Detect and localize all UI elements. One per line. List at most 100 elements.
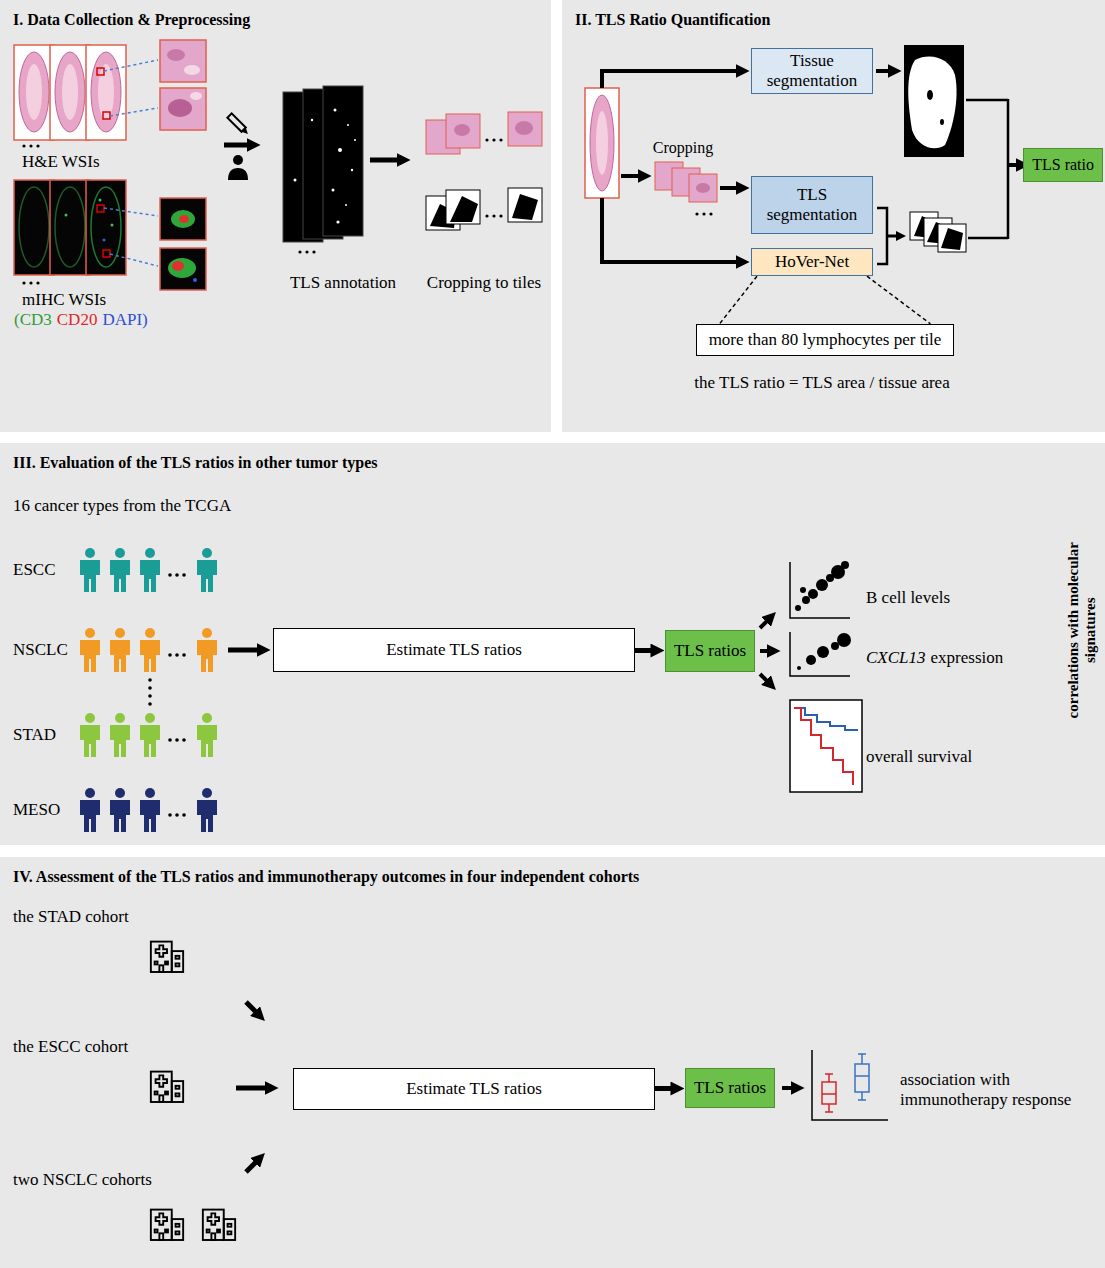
signature-charts <box>760 674 767 681</box>
mihc-slides <box>19 187 49 267</box>
signature-charts <box>816 579 828 591</box>
cohort-people <box>110 788 130 832</box>
signature-charts <box>794 708 853 785</box>
cohort-people <box>197 548 217 592</box>
cohort-people <box>182 653 186 657</box>
hospital-icons <box>151 1210 183 1240</box>
tiles <box>515 121 533 135</box>
label-holder: Cropping <box>653 138 713 157</box>
mihc-slides <box>111 224 114 227</box>
annotation-icons <box>228 168 248 180</box>
cohort-people <box>182 813 186 817</box>
quantification-art <box>1008 163 1017 167</box>
hospital-icons <box>246 1162 256 1172</box>
mihc-slides <box>65 214 68 217</box>
label-holder: expression <box>931 648 1004 668</box>
label-holder: the ESCC cohort <box>13 1037 128 1057</box>
he-slides <box>19 52 49 132</box>
quantification-art <box>940 119 944 125</box>
label-holder: association with immunotherapy response <box>900 1070 1100 1111</box>
tls-masks <box>323 86 363 236</box>
tls-masks <box>305 250 308 253</box>
panel-heading: I. Data Collection & Preprocessing <box>13 10 250 29</box>
process-box: Estimate TLS ratios <box>293 1068 655 1110</box>
label-text: TLS annotation <box>290 273 396 292</box>
mihc-slides <box>99 199 102 202</box>
tls-masks <box>338 148 342 152</box>
hospital-icons <box>246 1002 256 1012</box>
quantification-art <box>720 186 737 190</box>
tiles <box>492 138 495 141</box>
cohort-people <box>80 548 100 592</box>
label-holder: NSCLC <box>13 640 68 660</box>
cohort-people <box>182 573 186 577</box>
cohort-people <box>80 788 100 832</box>
quantification-art <box>689 174 717 202</box>
tiles <box>446 114 480 148</box>
signature-charts <box>808 589 818 599</box>
label-holder: DAPI) <box>102 310 147 330</box>
signature-charts <box>790 700 862 792</box>
label-holder: 16 cancer types from the TCGA <box>13 496 231 516</box>
tiles <box>426 112 542 230</box>
tls-masks <box>354 139 356 141</box>
label-holder: H&E WSIs <box>22 152 100 172</box>
he-slides <box>190 92 202 100</box>
response-boxplot <box>858 1099 866 1101</box>
label-text: two NSCLC cohorts <box>13 1170 152 1189</box>
response-boxplot <box>782 1086 792 1090</box>
cohort-people <box>175 813 179 817</box>
tls-masks <box>298 250 301 253</box>
label-holder: B cell levels <box>866 588 950 608</box>
label-holder: the STAD cohort <box>13 907 129 927</box>
mihc-slides <box>50 180 90 275</box>
tls-masks <box>336 220 339 223</box>
mihc-slides <box>110 254 158 266</box>
he-slides <box>184 65 200 75</box>
he-slides <box>104 60 158 71</box>
label-text: H&E WSIs <box>22 152 100 171</box>
quantification-art <box>876 69 889 73</box>
cohort-people <box>110 548 130 592</box>
quantification-art <box>590 95 614 191</box>
label-holder: STAD <box>13 725 56 745</box>
result-box: TLS ratios <box>665 630 755 672</box>
he-slides <box>103 112 110 119</box>
response-boxplot <box>855 1064 869 1092</box>
response-boxplot <box>858 1053 866 1055</box>
he-slides <box>14 40 206 148</box>
cohort-people <box>168 813 172 817</box>
he-slides <box>91 52 121 132</box>
label-holder: CXCL13 <box>866 648 926 668</box>
quantification-art <box>887 235 897 238</box>
label-holder: (CD3 <box>14 310 52 330</box>
quantification-art <box>695 212 698 215</box>
tiles <box>454 124 470 136</box>
box-text: TLS segmentation <box>758 185 866 226</box>
mihc-slides <box>22 281 25 284</box>
mihc-slides <box>171 210 195 228</box>
tls-masks <box>347 124 349 126</box>
hospital-icons <box>236 1086 266 1091</box>
result-box: TLS ratio <box>1023 148 1103 181</box>
tls-masks <box>370 158 398 163</box>
annotation-icons <box>233 155 243 165</box>
label-holder: ESCC <box>13 560 56 580</box>
mihc-slides <box>103 250 110 257</box>
mihc-slides <box>55 187 85 267</box>
cohort-people <box>148 686 152 690</box>
response-boxplot <box>855 1075 869 1077</box>
tiles <box>508 112 542 146</box>
he-slides <box>98 64 114 120</box>
tls-masks <box>345 204 347 206</box>
box-text: Estimate TLS ratios <box>406 1079 542 1099</box>
he-slides <box>26 64 42 120</box>
annotation-icons <box>227 113 245 131</box>
cohort-people <box>228 648 258 653</box>
tiles <box>446 190 480 224</box>
he-slides <box>14 45 54 140</box>
label-holder: two NSCLC cohorts <box>13 1170 152 1190</box>
process-box: Tissue segmentation <box>751 48 873 95</box>
label-holder: Cropping to tiles <box>427 273 541 293</box>
